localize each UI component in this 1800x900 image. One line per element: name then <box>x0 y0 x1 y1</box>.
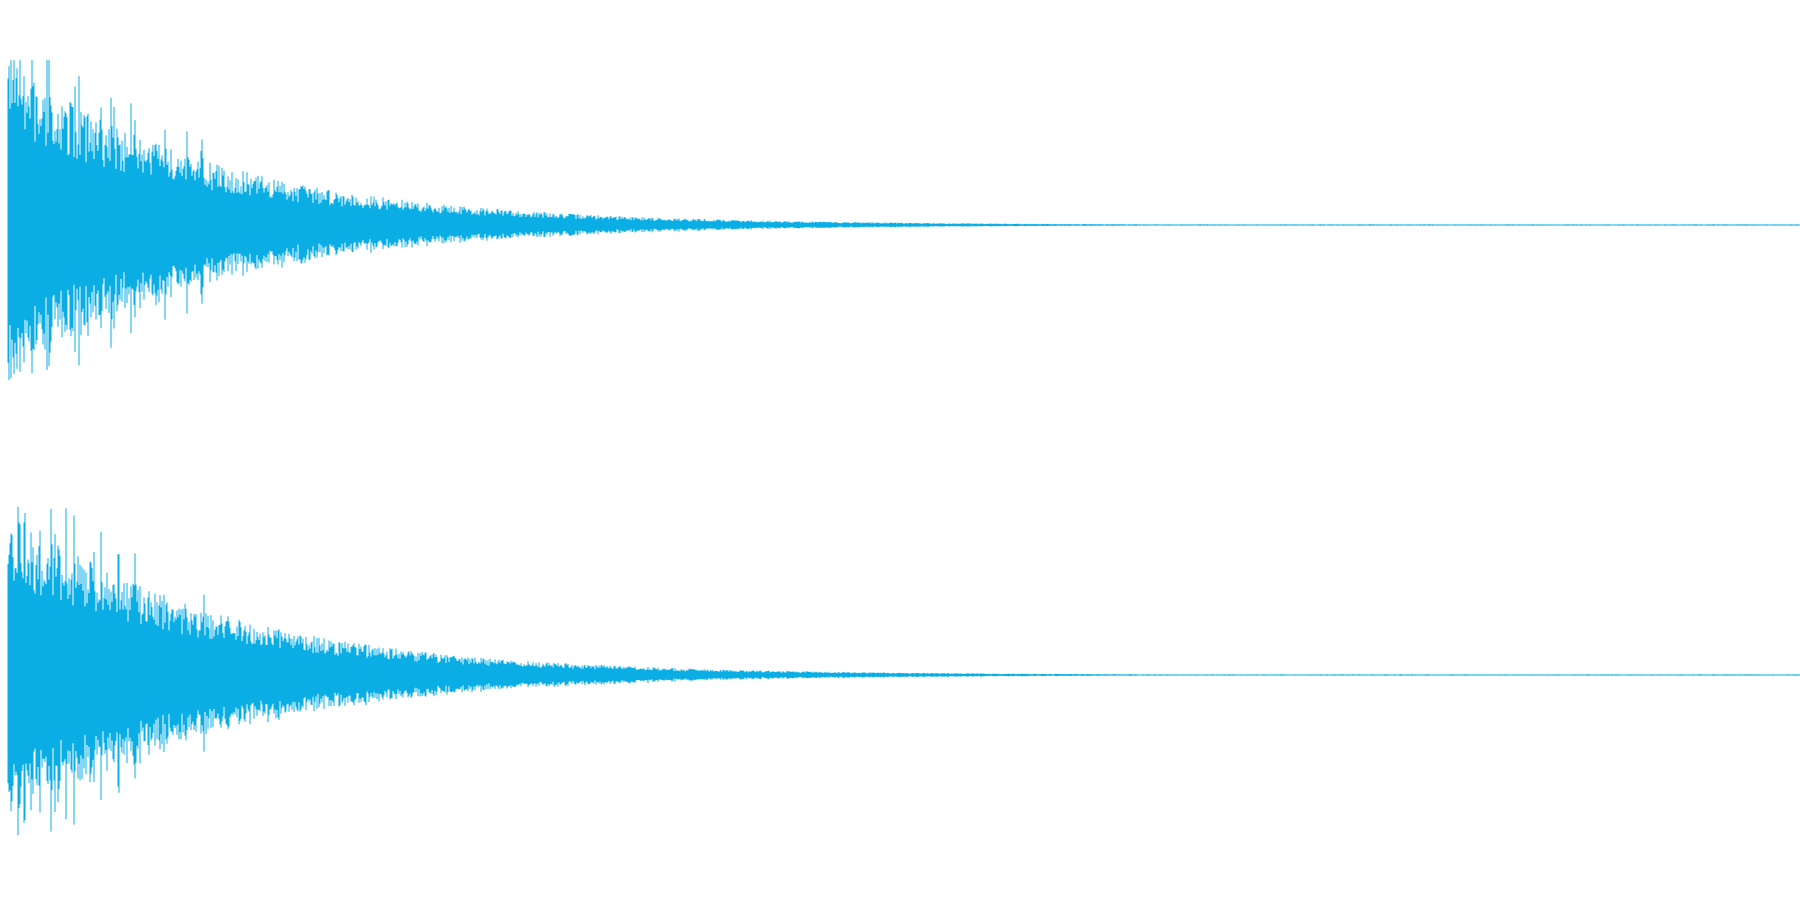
waveform-channel-left <box>7 60 1800 381</box>
waveform-channel-right <box>7 506 1800 836</box>
